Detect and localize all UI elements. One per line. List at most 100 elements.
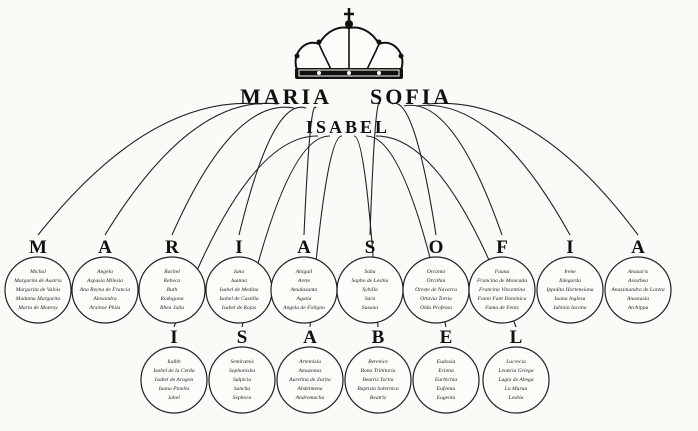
connector-top-8 bbox=[415, 104, 571, 236]
top-7-name: Fama de Fenix bbox=[484, 305, 519, 311]
top-8-circle bbox=[536, 256, 604, 324]
bottom-3-name: Baptista Salernica bbox=[357, 386, 399, 392]
top-7-name: Fauna bbox=[494, 269, 510, 275]
bottom-4-letter: E bbox=[440, 327, 453, 348]
bottom-1-name: Sancha bbox=[234, 386, 251, 392]
bottom-3-name: Beatriz Tortia bbox=[362, 377, 393, 383]
top-4-name: Amalasunta bbox=[290, 287, 318, 293]
top-3-name: Iuanna bbox=[230, 278, 247, 284]
top-0-name: Madama Margarita bbox=[15, 296, 61, 302]
top-2-circle bbox=[138, 256, 206, 324]
crown-icon bbox=[294, 8, 404, 79]
top-4-name: Angela de Foligno bbox=[282, 305, 325, 311]
bottom-5-name: Lesbia bbox=[508, 395, 524, 401]
connector-top-1 bbox=[104, 102, 279, 236]
bottom-2-name: Andromacha bbox=[295, 395, 325, 401]
top-9-letter: A bbox=[631, 237, 645, 258]
top-8-name: Ippolita Hortensiana bbox=[545, 287, 593, 293]
connector-top-3 bbox=[238, 106, 307, 236]
title-sofia: SOFIA bbox=[370, 84, 452, 109]
top-0-name: Margarita de Valois bbox=[15, 287, 61, 293]
top-0-name: Michal bbox=[29, 269, 46, 275]
bottom-0-letter: I bbox=[170, 327, 177, 348]
top-6-letter: O bbox=[429, 237, 444, 258]
top-5-letter: S bbox=[365, 237, 376, 258]
bottom-2-circle bbox=[276, 346, 344, 414]
bottom-1-node: S SemiramisSophonisbaSulpiciaSanchaSephor… bbox=[208, 327, 276, 414]
connector-top-0 bbox=[37, 102, 263, 236]
top-8-letter: I bbox=[566, 237, 573, 258]
top-2-name: Ruth bbox=[166, 287, 178, 293]
bottom-1-name: Semiramis bbox=[230, 359, 254, 365]
top-5-name: Saba bbox=[364, 269, 375, 275]
title-isabel: ISABEL bbox=[306, 117, 390, 137]
top-9-name: Anaximandra de Loreta bbox=[610, 287, 664, 293]
bottom-3-name: Berenice bbox=[368, 359, 388, 365]
bottom-2-letter: A bbox=[303, 327, 317, 348]
top-1-name: Arsinoe Phila bbox=[89, 305, 121, 311]
connector-top-5 bbox=[369, 102, 381, 236]
bottom-0-name: Isabel de Aragon bbox=[154, 377, 194, 383]
bottom-5-name: Lugia de Abega bbox=[497, 377, 534, 383]
bottom-0-name: Iuana Pinella bbox=[158, 386, 190, 392]
top-2-letter: R bbox=[165, 237, 179, 258]
bottom-2-name: Abdelmena bbox=[296, 386, 322, 392]
top-0-letter: M bbox=[29, 237, 47, 258]
bottom-4-name: Eurbichia bbox=[434, 377, 458, 383]
top-7-name: Francina Vincentina bbox=[478, 287, 525, 293]
bottom-4-name: Eugenia bbox=[436, 395, 456, 401]
top-2-name: Rebeca bbox=[163, 278, 181, 284]
bottom-1-name: Sulpicia bbox=[233, 377, 252, 383]
bottom-4-name: Erinna bbox=[437, 368, 454, 374]
top-8-name: Ildegarda bbox=[558, 278, 581, 284]
bottom-5-name: Lucrecia bbox=[505, 359, 526, 365]
bottom-3-name: Beatriz bbox=[370, 395, 387, 401]
bottom-4-name: Eudoxia bbox=[436, 359, 456, 365]
top-1-name: Aspasia Milesia bbox=[86, 278, 123, 284]
top-5-name: Sara bbox=[365, 296, 376, 302]
top-7-name: Fanni Fant Dominica bbox=[477, 296, 527, 302]
bottom-5-name: La Murua bbox=[504, 386, 528, 392]
top-6-name: Olda Professa bbox=[420, 304, 452, 311]
connector-top-9 bbox=[427, 102, 639, 236]
bottom-2-name: Artemisia bbox=[298, 359, 321, 365]
bottom-1-name: Sephora bbox=[233, 395, 252, 401]
bottom-4-name: Eufemia bbox=[436, 385, 456, 392]
top-6-name: Ottavia Tortia bbox=[420, 296, 452, 302]
top-3-name: Isabel de Medina bbox=[219, 287, 259, 293]
top-4-name: Agatia bbox=[296, 296, 312, 302]
bottom-3-name: Bona Trinitaria bbox=[361, 368, 396, 374]
top-6-name: Orcania bbox=[427, 269, 446, 275]
top-4-name: Arete bbox=[297, 278, 310, 284]
bottom-0-name: Iahel bbox=[167, 395, 180, 401]
top-9-name: Anastasia bbox=[626, 296, 649, 302]
bottom-5-letter: L bbox=[510, 327, 523, 348]
top-0-name: Margarita de Austria bbox=[13, 278, 62, 284]
top-0-name: Maria de Monroy bbox=[17, 305, 58, 311]
bottom-1-name: Sophonisba bbox=[229, 368, 255, 374]
top-3-name: Isabel de Rojas bbox=[221, 305, 257, 311]
bottom-1-letter: S bbox=[237, 327, 248, 348]
bottom-3-circle bbox=[344, 346, 412, 414]
bottom-0-name: Isabel de la Cerda bbox=[152, 368, 194, 374]
top-9-circle bbox=[604, 256, 672, 324]
top-1-name: Ana Reyna de Francia bbox=[79, 287, 131, 293]
top-1-name: Alexandra bbox=[92, 296, 117, 302]
connector-top-7 bbox=[403, 104, 503, 236]
top-1-name: Angela bbox=[96, 269, 113, 275]
top-7-circle bbox=[468, 256, 536, 324]
bottom-4-circle bbox=[412, 346, 480, 414]
top-4-name: Abigail bbox=[295, 269, 313, 275]
top-6-name: Orcithia bbox=[427, 278, 446, 284]
bottom-5-name: Leoncia Griega bbox=[497, 368, 533, 374]
